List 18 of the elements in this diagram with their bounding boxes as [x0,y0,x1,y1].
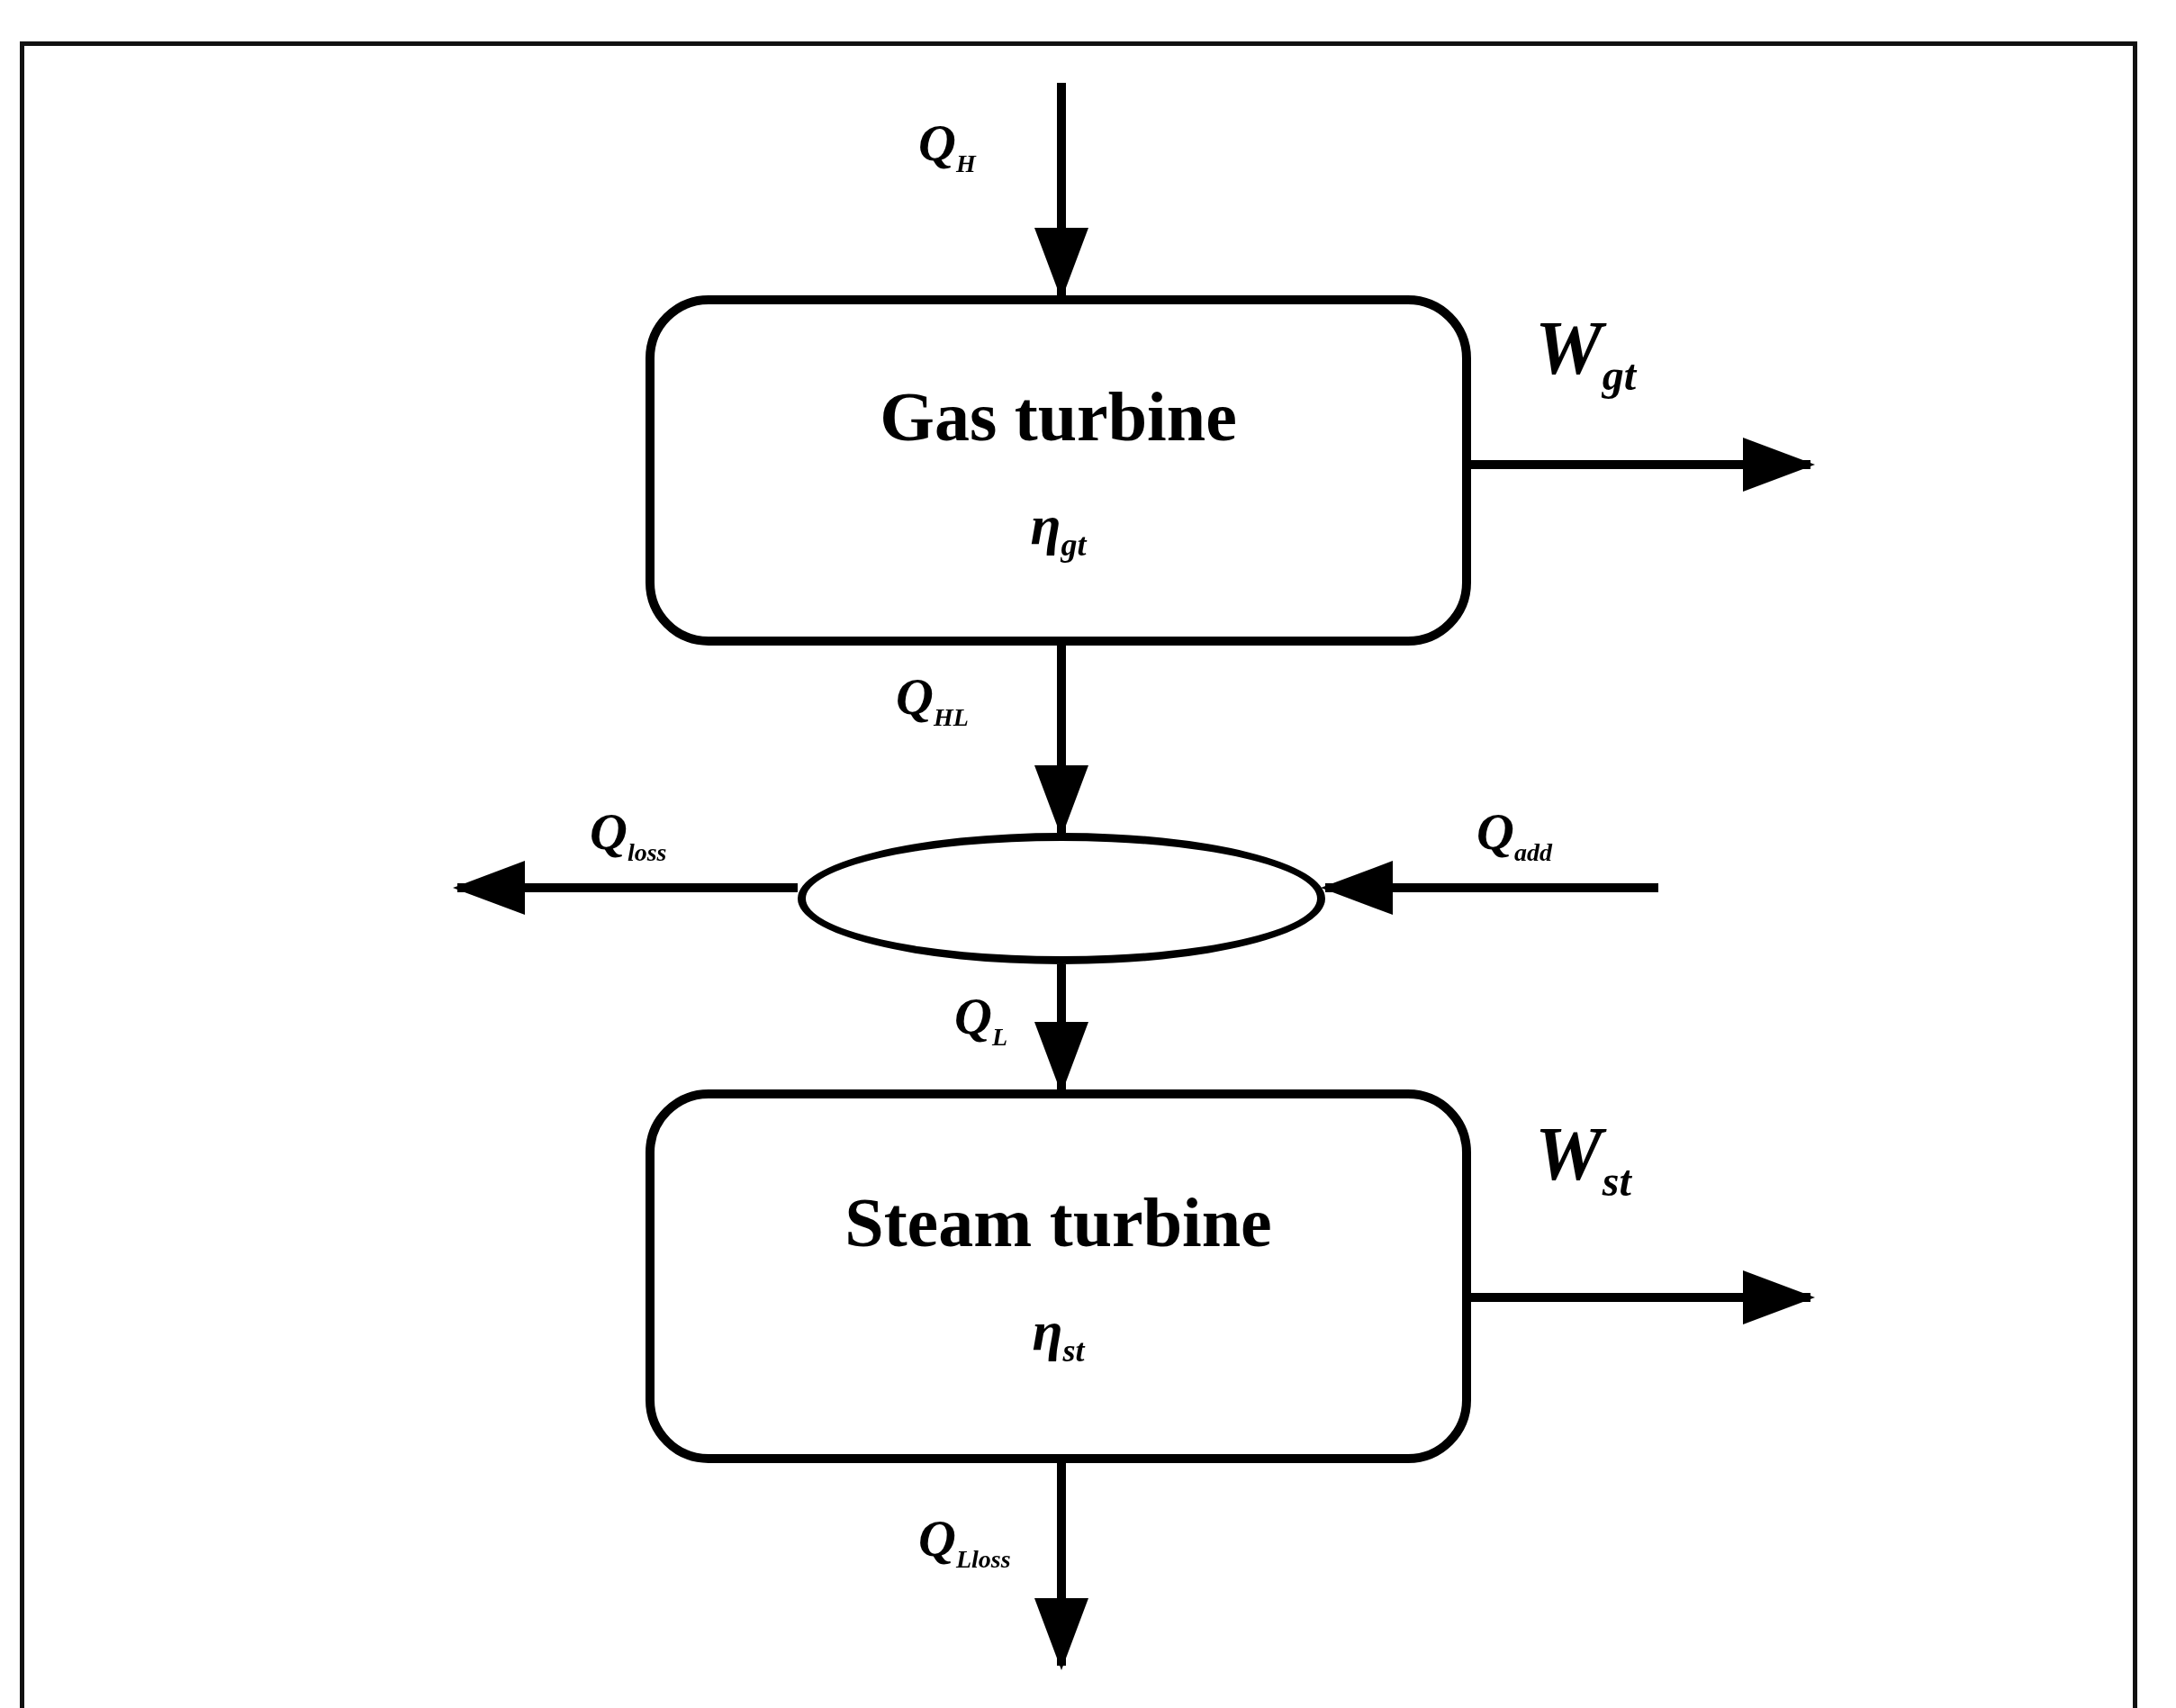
arrow [1034,1463,1088,1670]
edge-label: Q$_{add}$ [1476,806,1552,865]
arrow [1471,1270,1815,1324]
edge-label: W$_{st}$ [1535,1116,1631,1203]
process-box [646,1089,1471,1463]
arrow [1471,438,1815,492]
edge-label: Q$_{loss}$ [590,806,667,865]
edge-label: Q$_{HL}$ [896,671,969,730]
arrow [453,861,798,915]
box-title: Gas turbine [880,376,1237,458]
edge-label: Q$_{H}$ [918,117,976,176]
edge-label: Q$_{Lloss}$ [918,1513,1011,1572]
efficiency-symbol: η$_{gt}$ [1030,493,1087,565]
box-title: Steam turbine [844,1182,1272,1264]
process-box [646,295,1471,646]
edge-label: Q$_{L}$ [954,990,1007,1050]
edge-label: W$_{gt}$ [1535,311,1637,397]
efficiency-symbol: η$_{st}$ [1032,1299,1085,1370]
